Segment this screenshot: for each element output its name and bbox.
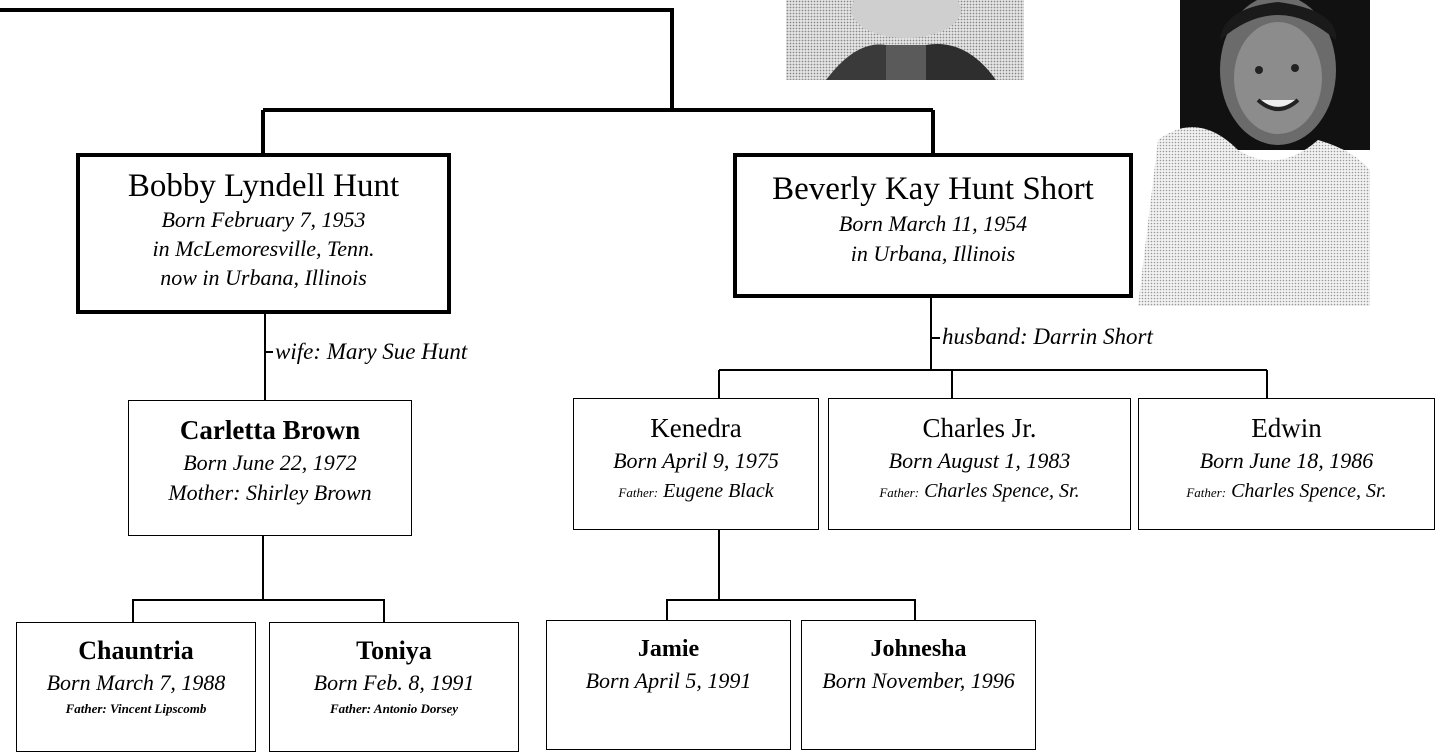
photo-right (1138, 0, 1370, 306)
mother-name: Mother: Shirley Brown (168, 480, 372, 505)
person-name: Bobby Lyndell Hunt (127, 168, 400, 204)
father-line: Father: Charles Spence, Sr. (829, 476, 1130, 508)
father-name: Eugene Black (663, 480, 774, 502)
person-name: Beverly Kay Hunt Short (772, 171, 1094, 207)
connector-siblings-top (261, 108, 935, 153)
person-box-toniya: Toniya Born Feb. 8, 1991 Father: Antonio… (269, 622, 519, 752)
portrait-image (786, 0, 1024, 80)
birth-date: Born February 7, 1953 (161, 207, 366, 232)
birth-date: Born June 18, 1986 (1199, 448, 1374, 473)
birth-date: Born March 7, 1988 (46, 670, 226, 695)
birth-date: Born March 11, 1954 (838, 211, 1028, 236)
person-box-beverly: Beverly Kay Hunt Short Born March 11, 19… (733, 153, 1133, 298)
father-name: Charles Spence, Sr. (924, 480, 1080, 502)
connector-top-parent (0, 8, 674, 110)
person-box-bobby: Bobby Lyndell Hunt Born February 7, 1953… (76, 153, 451, 314)
person-name: Kenedra (650, 413, 742, 443)
father-name: Charles Spence, Sr. (1231, 480, 1387, 502)
birth-place: in Urbana, Illinois (850, 241, 1016, 266)
father-label: Father: (618, 485, 659, 500)
person-name: Chauntria (78, 636, 194, 665)
birth-date: Born November, 1996 (822, 668, 1015, 693)
person-name: Toniya (356, 636, 432, 665)
father-line: Father: Charles Spence, Sr. (1139, 476, 1434, 508)
person-name: Edwin (1251, 413, 1322, 443)
person-box-charles-jr: Charles Jr. Born August 1, 1983 Father: … (828, 398, 1131, 530)
person-box-carletta: Carletta Brown Born June 22, 1972 Mother… (128, 400, 412, 536)
person-box-edwin: Edwin Born June 18, 1986 Father: Charles… (1138, 398, 1435, 530)
person-box-jamie: Jamie Born April 5, 1991 (546, 620, 791, 750)
father-label: Father: (1186, 485, 1227, 500)
birth-date: Born June 22, 1972 (183, 450, 357, 475)
father-line: Father: Eugene Black (574, 476, 818, 508)
spouse-label-beverly: husband: Darrin Short (942, 324, 1153, 349)
current-residence: now in Urbana, Illinois (160, 265, 367, 290)
person-box-kenedra: Kenedra Born April 9, 1975 Father: Eugen… (573, 398, 819, 530)
tree-connectors (0, 8, 1268, 622)
connector-carletta-children (132, 536, 385, 622)
father-name: Father: Vincent Lipscomb (65, 701, 207, 716)
person-name: Jamie (637, 636, 700, 662)
connector-beverly-children (718, 298, 1268, 398)
birth-place: in McLemoresville, Tenn. (152, 236, 375, 261)
person-name: Charles Jr. (922, 413, 1037, 443)
person-box-johnesha: Johnesha Born November, 1996 (801, 620, 1036, 750)
birth-date: Born April 9, 1975 (613, 448, 779, 473)
connector-kenedra-children (666, 530, 916, 622)
photo-top (786, 0, 1024, 80)
person-name: Carletta Brown (179, 415, 361, 445)
person-name: Johnesha (870, 636, 967, 662)
birth-date: Born April 5, 1991 (585, 668, 752, 693)
father-label: Father: (879, 485, 920, 500)
person-box-chauntria: Chauntria Born March 7, 1988 Father: Vin… (16, 622, 256, 752)
portrait-image (1138, 0, 1370, 306)
birth-date: Born Feb. 8, 1991 (313, 670, 475, 695)
birth-date: Born August 1, 1983 (888, 448, 1071, 473)
spouse-label-bobby: wife: Mary Sue Hunt (275, 339, 468, 364)
father-name: Father: Antonio Dorsey (329, 701, 459, 716)
